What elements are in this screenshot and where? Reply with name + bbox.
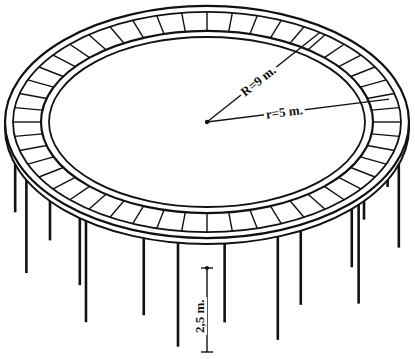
support-leg [357,191,360,304]
ring-deck [5,6,409,238]
inner-radius-line [207,99,389,122]
support-leg [177,231,180,347]
deck-slats [13,12,401,232]
height-dimension-label: 2,5 m. [193,297,207,335]
outer-rail [13,12,401,232]
support-leg [277,224,280,339]
ring-band-edge [5,12,409,244]
support-leg [85,208,88,322]
outer-radius-line [207,33,320,122]
